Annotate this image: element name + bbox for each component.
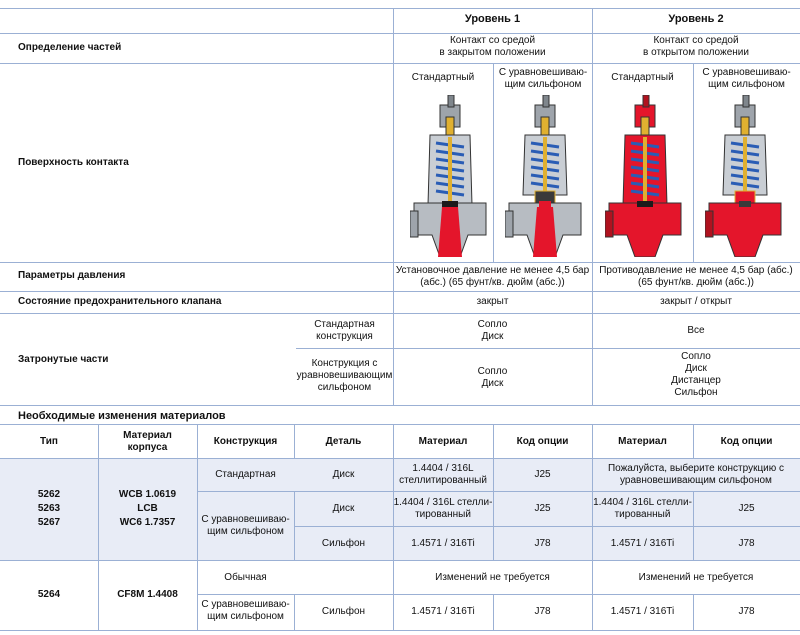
group1-r3-material-l2: 1.4571 / 316Ti [610, 538, 675, 549]
valve-standard-closed-diagram [410, 95, 487, 257]
group1-part-bellows: Сильфон [321, 538, 366, 549]
group1-r3-code-l2: J78 [738, 538, 755, 549]
table-divider [294, 526, 800, 527]
col-divider [592, 424, 593, 630]
affected-standard-l2: Все [687, 325, 705, 336]
group1-standard: Стандартная [215, 469, 276, 480]
group1-r3-material: 1.4571 / 316Ti [411, 538, 475, 549]
col-divider [493, 424, 494, 491]
col-divider [393, 8, 394, 405]
group2-type: 5264 [37, 589, 61, 600]
col-divider [294, 594, 295, 630]
row-divider [0, 405, 800, 406]
group1-band [0, 458, 800, 560]
group2-no-change-l2: Изменений не требуется [638, 572, 754, 583]
col-divider [98, 424, 99, 630]
header-material-l2: Материал [618, 436, 667, 447]
col-divider [294, 491, 295, 560]
table-divider [197, 594, 800, 595]
group1-r2-code: J25 [534, 503, 551, 514]
row-label-pressure: Параметры давления [18, 270, 126, 281]
group2-normal: Обычная [224, 572, 267, 583]
level1-header: Уровень 1 [464, 13, 521, 25]
row-label-contact-surface: Поверхность контакта [18, 157, 129, 168]
group1-r2-material: 1.4404 / 316L стелли-тированный [393, 497, 493, 520]
group2-material-l2: 1.4571 / 316Ti [610, 606, 675, 617]
header-option-code-l2: Код опции [720, 436, 773, 447]
col-bellows-l1: С уравновешиваю-щим сильфоном [498, 67, 588, 90]
group2-material: 1.4571 / 316Ti [411, 606, 475, 617]
group1-r2-code-l2: J25 [738, 503, 755, 514]
group1-r2-material-l2: 1.4404 / 316L стелли-тированный [593, 497, 692, 520]
col-divider [393, 424, 394, 630]
table-divider [0, 560, 800, 561]
valve-bellows-closed-diagram [505, 95, 582, 257]
col-divider [693, 594, 694, 630]
col-divider [693, 424, 694, 458]
valve-standard-open-diagram [605, 95, 682, 257]
group2-body-material: CF8M 1.4408 [117, 589, 178, 600]
col-divider [493, 63, 494, 262]
group2-part: Сильфон [321, 606, 366, 617]
valve-bellows-open-diagram [705, 95, 782, 257]
row-divider [0, 63, 800, 64]
col-divider [592, 8, 593, 405]
row-label-state: Состояние предохранительного клапана [18, 296, 222, 307]
row-divider [0, 291, 800, 292]
header-material-l1: Материал [418, 436, 468, 447]
group2-bellows: С уравновешиваю-щим сильфоном [201, 599, 290, 622]
pressure-level2: Противодавление не менее 4,5 бар (абс.)(… [599, 265, 793, 288]
group2-code: J78 [534, 606, 551, 617]
row-divider [296, 348, 800, 349]
group1-part-disc-1: Диск [332, 469, 355, 480]
col-divider [693, 491, 694, 560]
top-border [0, 8, 800, 9]
col-standard-l1: Стандартный [411, 72, 475, 83]
row-label-affected: Затронутые части [18, 354, 109, 365]
pressure-level1: Установочное давление не менее 4,5 бар(а… [395, 265, 590, 288]
col-divider [693, 63, 694, 262]
materials-title: Необходимые изменения материалов [18, 410, 226, 422]
header-type: Тип [40, 436, 58, 447]
table-divider [0, 630, 800, 631]
header-option-code-l1: Код опции [516, 436, 569, 447]
col-divider [493, 594, 494, 630]
level2-header: Уровень 2 [668, 13, 724, 25]
col-standard-l2: Стандартный [611, 72, 674, 83]
state-level1: закрыт [476, 296, 509, 307]
row-divider [0, 313, 800, 314]
group1-bellows: С уравновешиваю-щим сильфоном [201, 514, 290, 537]
state-level2: закрыт / открыт [660, 296, 732, 307]
table-divider [197, 491, 800, 492]
col-divider [294, 424, 295, 458]
table-divider [0, 458, 800, 459]
group1-r1-code: J25 [534, 469, 551, 480]
row-divider [0, 262, 800, 263]
col-bellows-l2: С уравновешиваю-щим сильфоном [702, 67, 791, 90]
table-divider [0, 424, 800, 425]
group1-r3-code: J78 [534, 538, 551, 549]
group2-no-change-l1: Изменений не требуется [435, 572, 550, 583]
row-divider [0, 33, 800, 34]
col-divider [197, 424, 198, 630]
header-construction: Конструкция [213, 436, 278, 447]
group1-part-disc-2: Диск [332, 503, 355, 514]
group2-code-l2: J78 [738, 606, 755, 617]
col-divider [493, 491, 494, 560]
row-label-definition: Определение частей [18, 42, 122, 53]
header-part: Деталь [325, 436, 362, 447]
